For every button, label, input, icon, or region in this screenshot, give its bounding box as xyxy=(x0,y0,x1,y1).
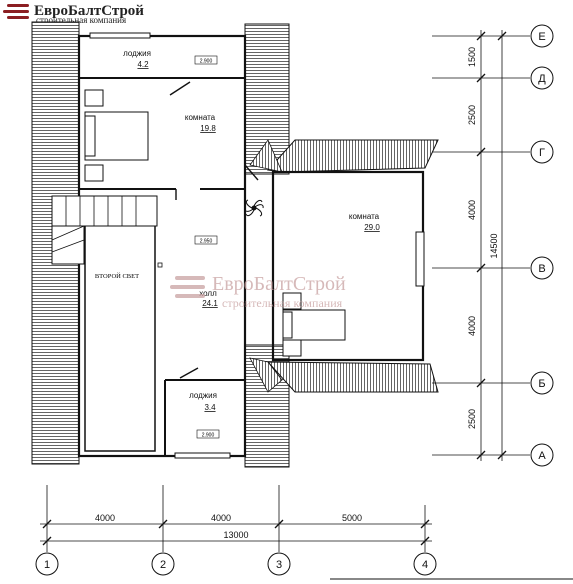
roof-dormer-top xyxy=(267,139,439,173)
room-label-loggia-top: лоджия xyxy=(123,49,151,58)
level-mark-loggia-bottom xyxy=(196,429,220,439)
axis-markers-rows xyxy=(530,24,554,467)
windows xyxy=(89,32,425,459)
brand-logo: ЕвроБалтСтрой строительная компания xyxy=(3,3,144,25)
room-area-left: 19.8 xyxy=(200,124,216,133)
axis-marker-4 xyxy=(413,552,437,576)
room-label-hall: холл xyxy=(199,289,217,298)
room-area-loggia-top: 4.2 xyxy=(137,60,149,69)
dim-v-total: 14500 xyxy=(489,233,499,258)
level-value-loggia-top: 2.900 xyxy=(200,59,213,65)
axis-label-v: В xyxy=(538,263,545,275)
axis-marker-d xyxy=(530,66,554,90)
dim-v-segment-1: 1500 xyxy=(467,47,477,67)
electrical-outlet-icon xyxy=(157,262,163,268)
watermark-name: ЕвроБалтСтрой xyxy=(212,273,346,295)
axis-marker-2 xyxy=(151,552,175,576)
level-value-loggia-bottom: 2.900 xyxy=(202,433,215,439)
nightstand-top-left xyxy=(84,89,104,107)
axis-label-a: А xyxy=(538,450,546,462)
axis-label-b: Б xyxy=(538,378,545,390)
window-loggia-top xyxy=(89,32,151,39)
axis-marker-b xyxy=(530,371,554,395)
roof-slopes xyxy=(31,21,439,468)
dim-h-segment-2: 4000 xyxy=(211,513,231,523)
dim-v-segment-4: 4000 xyxy=(467,316,477,336)
door-loggia-bottom xyxy=(179,367,199,379)
bed-right xyxy=(282,309,346,341)
ceiling-fan-icon xyxy=(244,199,264,217)
second-light-label: ВТОРОЙ СВЕТ xyxy=(95,272,139,280)
bed-right-headboard xyxy=(282,311,293,339)
stair-landing xyxy=(51,225,85,265)
door-loggia-top xyxy=(169,81,191,96)
axis-marker-e xyxy=(530,24,554,48)
roof-valley-bottom xyxy=(249,357,283,393)
nightstand-bottom-left xyxy=(84,164,104,182)
room-area-loggia-bottom: 3.4 xyxy=(204,403,216,412)
roof-valley-top xyxy=(249,139,283,173)
furniture xyxy=(84,89,346,357)
window-right xyxy=(415,231,425,287)
wall-outline-main xyxy=(77,34,247,458)
doors xyxy=(169,81,259,379)
brand-subtitle: строительная компания xyxy=(36,15,126,25)
axis-label-3: 3 xyxy=(276,559,282,571)
axis-marker-a xyxy=(530,443,554,467)
dim-h-total: 13000 xyxy=(223,530,248,540)
nightstand-bottom-right xyxy=(282,339,302,357)
room-label-loggia-bottom: лоджия xyxy=(189,391,217,400)
dim-v-segment-5: 2500 xyxy=(467,409,477,429)
axis-label-2: 2 xyxy=(160,559,166,571)
axis-marker-1 xyxy=(35,552,59,576)
nightstand-top-right xyxy=(282,292,302,310)
level-mark-loggia-top xyxy=(194,55,218,65)
brand-name: ЕвроБалтСтрой xyxy=(34,3,144,19)
level-mark-hall xyxy=(194,235,218,245)
dim-v-segment-3: 4000 xyxy=(467,200,477,220)
dimension-vertical xyxy=(432,30,530,461)
axis-marker-g xyxy=(530,140,554,164)
axis-label-g: Г xyxy=(539,147,545,159)
room-area-hall: 24.1 xyxy=(202,299,218,308)
watermark-subtitle: строительная компания xyxy=(222,296,343,310)
watermark: ЕвроБалтСтрой строительная компания xyxy=(170,273,346,310)
axis-label-e: Е xyxy=(538,31,545,43)
axis-marker-3 xyxy=(267,552,291,576)
axis-marker-v xyxy=(530,256,554,280)
axis-label-d: Д xyxy=(538,73,546,85)
brand-logo-mark xyxy=(3,4,29,19)
window-loggia-bottom xyxy=(174,452,231,459)
room-area-right: 29.0 xyxy=(364,223,380,232)
dim-h-segment-3: 5000 xyxy=(342,513,362,523)
stair-flight xyxy=(51,195,158,227)
room-labels: лоджия 4.2 2.900 комната 19.8 комната 29… xyxy=(95,49,380,439)
dim-v-segment-2: 2500 xyxy=(467,105,477,125)
second-light-void xyxy=(84,224,156,452)
level-value-hall: 2.950 xyxy=(200,239,213,245)
roof-dormer-bottom xyxy=(266,361,439,393)
watermark-mark xyxy=(170,276,205,298)
staircase xyxy=(51,195,158,265)
axis-label-1: 1 xyxy=(44,559,50,571)
axis-label-4: 4 xyxy=(422,559,428,571)
room-label-left: комната xyxy=(185,113,216,122)
room-label-right: комната xyxy=(349,212,380,221)
door-room-right xyxy=(244,164,259,181)
dimension-horizontal xyxy=(40,485,432,552)
bed-left-headboard xyxy=(84,115,96,157)
dim-h-segment-1: 4000 xyxy=(95,513,115,523)
axis-markers-columns xyxy=(35,552,437,576)
